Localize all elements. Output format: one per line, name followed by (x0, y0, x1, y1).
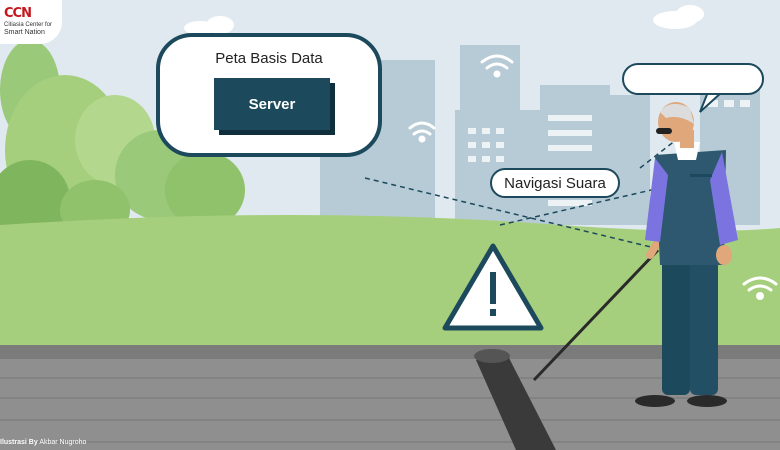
wifi-icon (480, 54, 514, 78)
voice-bubble (622, 63, 764, 95)
logo: CCN Citiasia Center for Smart Nation (0, 0, 62, 44)
credit-prefix: Ilustrasi By (0, 439, 38, 446)
road-edge (0, 345, 780, 359)
wifi-icon (408, 121, 436, 143)
logo-subtitle-line2: Smart Nation (4, 29, 45, 36)
grass (0, 215, 780, 350)
warning-icon (442, 243, 544, 331)
database-map-bubble: Peta Basis Data Server (156, 33, 382, 157)
visually-impaired-person (532, 102, 738, 407)
logo-subtitle-line1: Citiasia Center for (4, 22, 53, 28)
credit-author: Akbar Nugroho (39, 439, 87, 446)
wifi-icon (742, 276, 778, 300)
logo-mark: CCN (4, 6, 32, 21)
server-box: Server (214, 78, 330, 130)
illustration-credit: Ilustrasi By Akbar Nugroho (0, 439, 86, 446)
clouds (184, 5, 704, 35)
trees (0, 40, 245, 240)
pothole (476, 352, 556, 450)
voice-navigation-label: Navigasi Suara (490, 168, 620, 198)
connection-lines (364, 139, 677, 249)
database-map-title: Peta Basis Data (215, 50, 323, 67)
